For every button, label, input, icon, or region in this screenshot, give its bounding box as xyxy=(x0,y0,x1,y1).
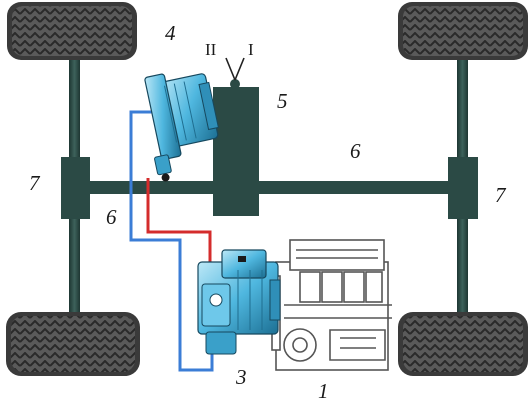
right-axle-housing xyxy=(448,157,478,219)
tire-rear-right xyxy=(398,312,528,376)
gear-selector-lever xyxy=(225,57,245,81)
gearbox xyxy=(213,87,259,216)
return-line xyxy=(129,110,214,372)
label-engine: 1 xyxy=(318,379,329,403)
tire-front-left xyxy=(7,2,137,60)
label-pump: 3 xyxy=(235,365,247,389)
tire-front-right xyxy=(398,2,528,60)
label-gear-high: I xyxy=(248,40,254,59)
gear-selector-knob xyxy=(230,79,240,89)
label-axle-right: 7 xyxy=(495,183,507,207)
engine xyxy=(271,239,392,371)
left-axle-housing xyxy=(61,157,90,219)
label-shaft-long: 6 xyxy=(350,139,361,163)
label-gearbox: 5 xyxy=(277,89,288,113)
drive-shaft xyxy=(78,181,458,194)
label-axle-left: 7 xyxy=(29,171,41,195)
hydraulic-pump xyxy=(197,249,281,355)
hydraulic-motor xyxy=(144,73,219,182)
label-shaft-short: 6 xyxy=(106,205,117,229)
pressure-line xyxy=(146,178,212,262)
tire-rear-left xyxy=(6,312,140,376)
label-gear-low: II xyxy=(205,40,217,59)
label-motor: 4 xyxy=(165,21,176,45)
